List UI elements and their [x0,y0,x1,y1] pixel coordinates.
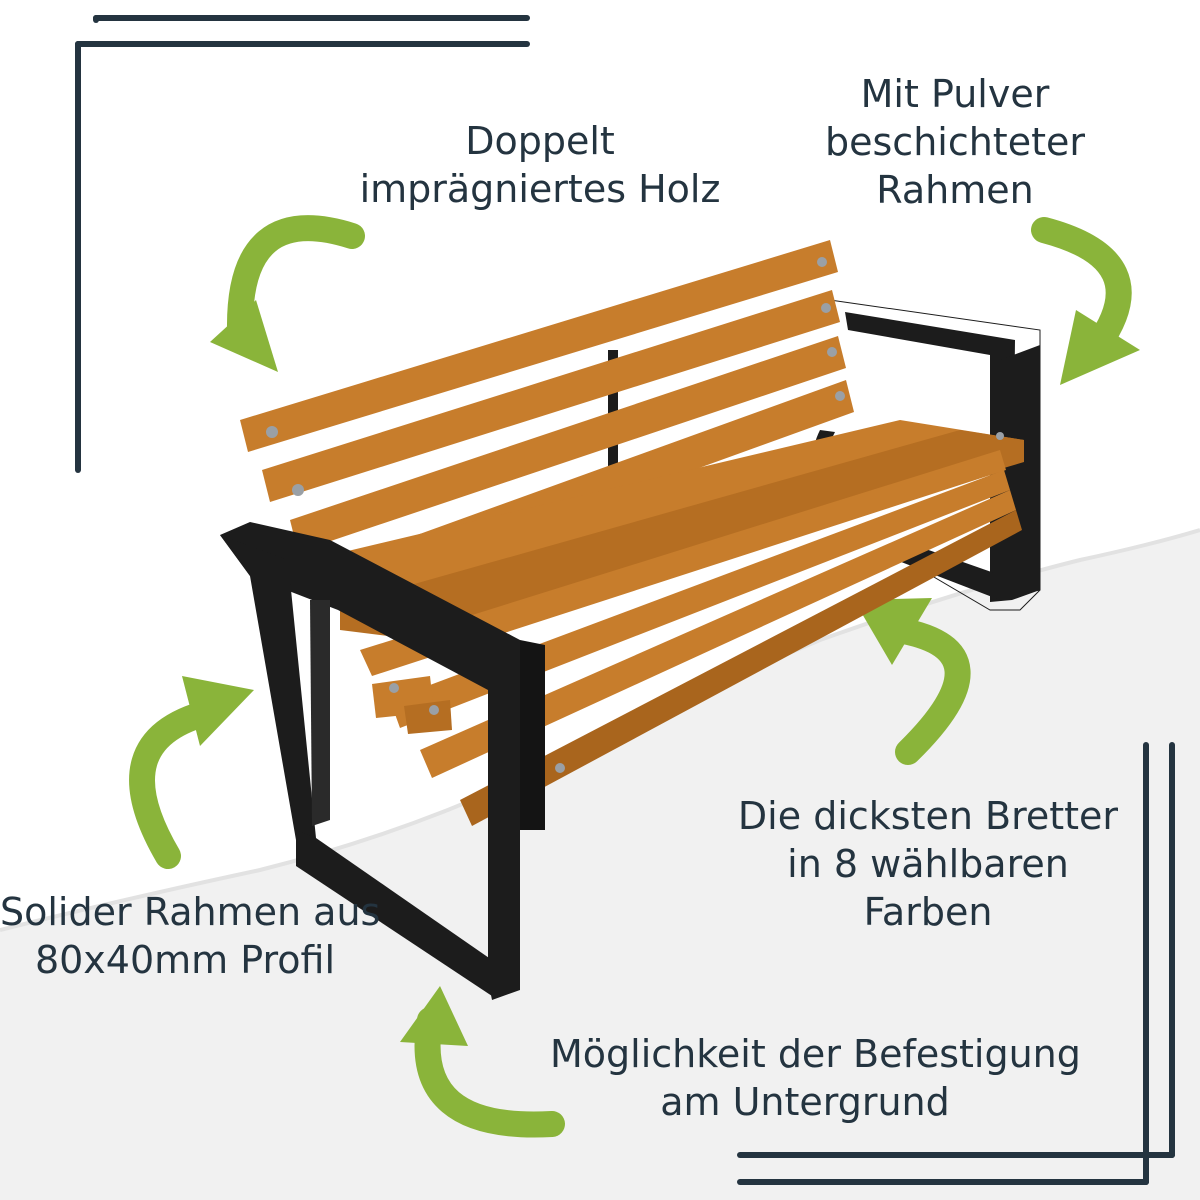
label-boards: Die dicksten Bretter in 8 wählbaren Farb… [728,792,1128,936]
label-profile-line-2: 80x40mm Profil [34,938,336,982]
label-frame-line-2: beschichteter [825,120,1085,164]
label-frame-line-3: Rahmen [876,168,1034,212]
label-boards-line-1: Die dicksten Bretter [737,794,1119,838]
label-frame: Mit Pulver beschichteter Rahmen [810,70,1100,214]
label-wood: Doppelt imprägniertes Holz [345,117,735,213]
label-boards-line-2: in 8 wählbaren [787,842,1069,886]
label-boards-line-3: Farben [863,890,993,934]
curved-arrow-icon [210,215,365,372]
corner-frame-bottom-right [737,742,1175,1185]
park-bench-image [220,240,1041,1000]
label-wood-line-2: imprägniertes Holz [359,167,721,211]
label-mounting-line-1: Möglichkeit der Befestigung [550,1032,1081,1076]
corner-frame-top-left [75,15,530,473]
label-mounting-line-2: am Untergrund [660,1080,950,1124]
label-mounting: Möglichkeit der Befestigung am Untergrun… [550,1030,1081,1126]
curved-arrow-icon [1031,217,1140,385]
label-wood-line-1: Doppelt [465,119,615,163]
curved-arrow-icon [129,676,254,869]
paper-background [0,530,1200,1200]
label-frame-line-1: Mit Pulver [860,72,1050,116]
curved-arrow-icon [854,598,971,765]
label-profile: Solider Rahmen aus 80x40mm Profil [0,888,381,984]
curved-arrow-icon [400,986,565,1138]
label-profile-line-1: Solider Rahmen aus [0,890,381,934]
